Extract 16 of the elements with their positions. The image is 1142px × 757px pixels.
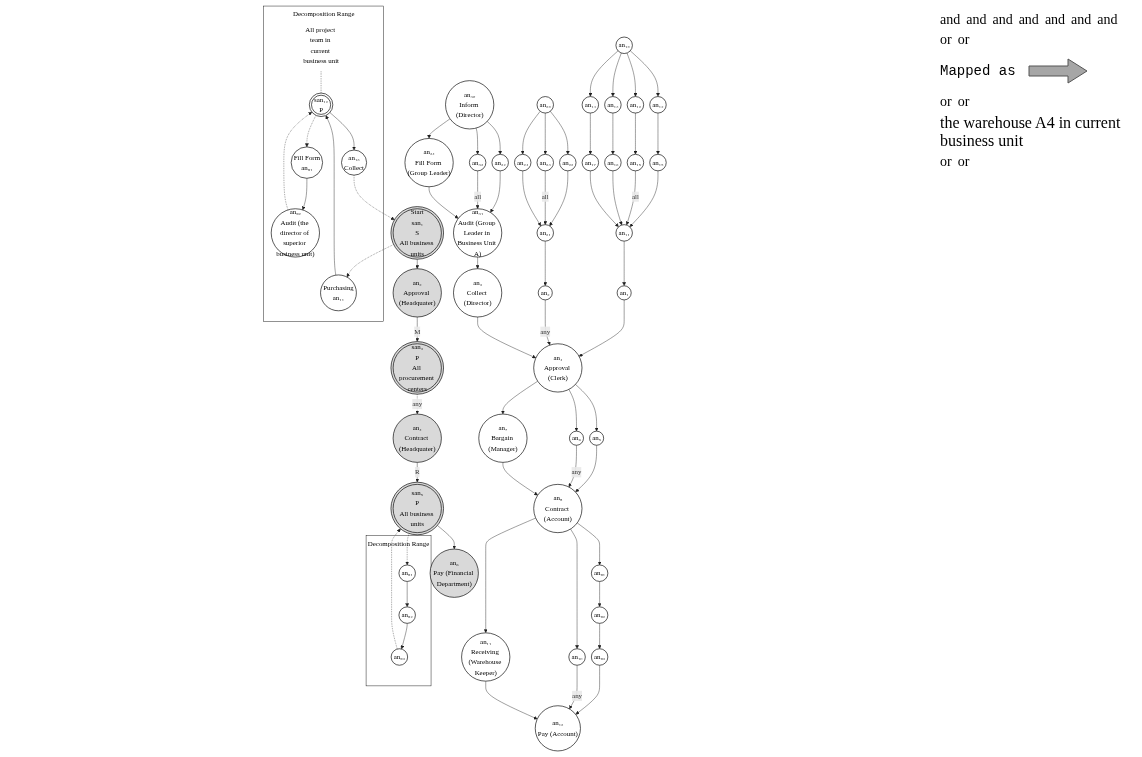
operator-label: and <box>1018 12 1039 28</box>
operator-label: or <box>940 94 952 110</box>
note-text: the warehouse A4 in current business unit <box>940 114 1122 150</box>
operator-label: or <box>957 32 970 48</box>
operator-label: and <box>1044 12 1066 28</box>
operator-label: and <box>1071 12 1092 28</box>
operator-label: or <box>957 154 970 170</box>
connector <box>320 70 322 94</box>
operator-label: or <box>940 154 952 170</box>
mapping-label: Mapped as <box>940 63 1016 79</box>
operator-label: or <box>957 94 970 110</box>
operator-label: and <box>992 12 1013 28</box>
operator-label: or <box>940 32 952 48</box>
operator-label: and <box>1097 12 1118 28</box>
operator-label: and <box>966 12 987 28</box>
operator-label: and <box>940 12 961 28</box>
